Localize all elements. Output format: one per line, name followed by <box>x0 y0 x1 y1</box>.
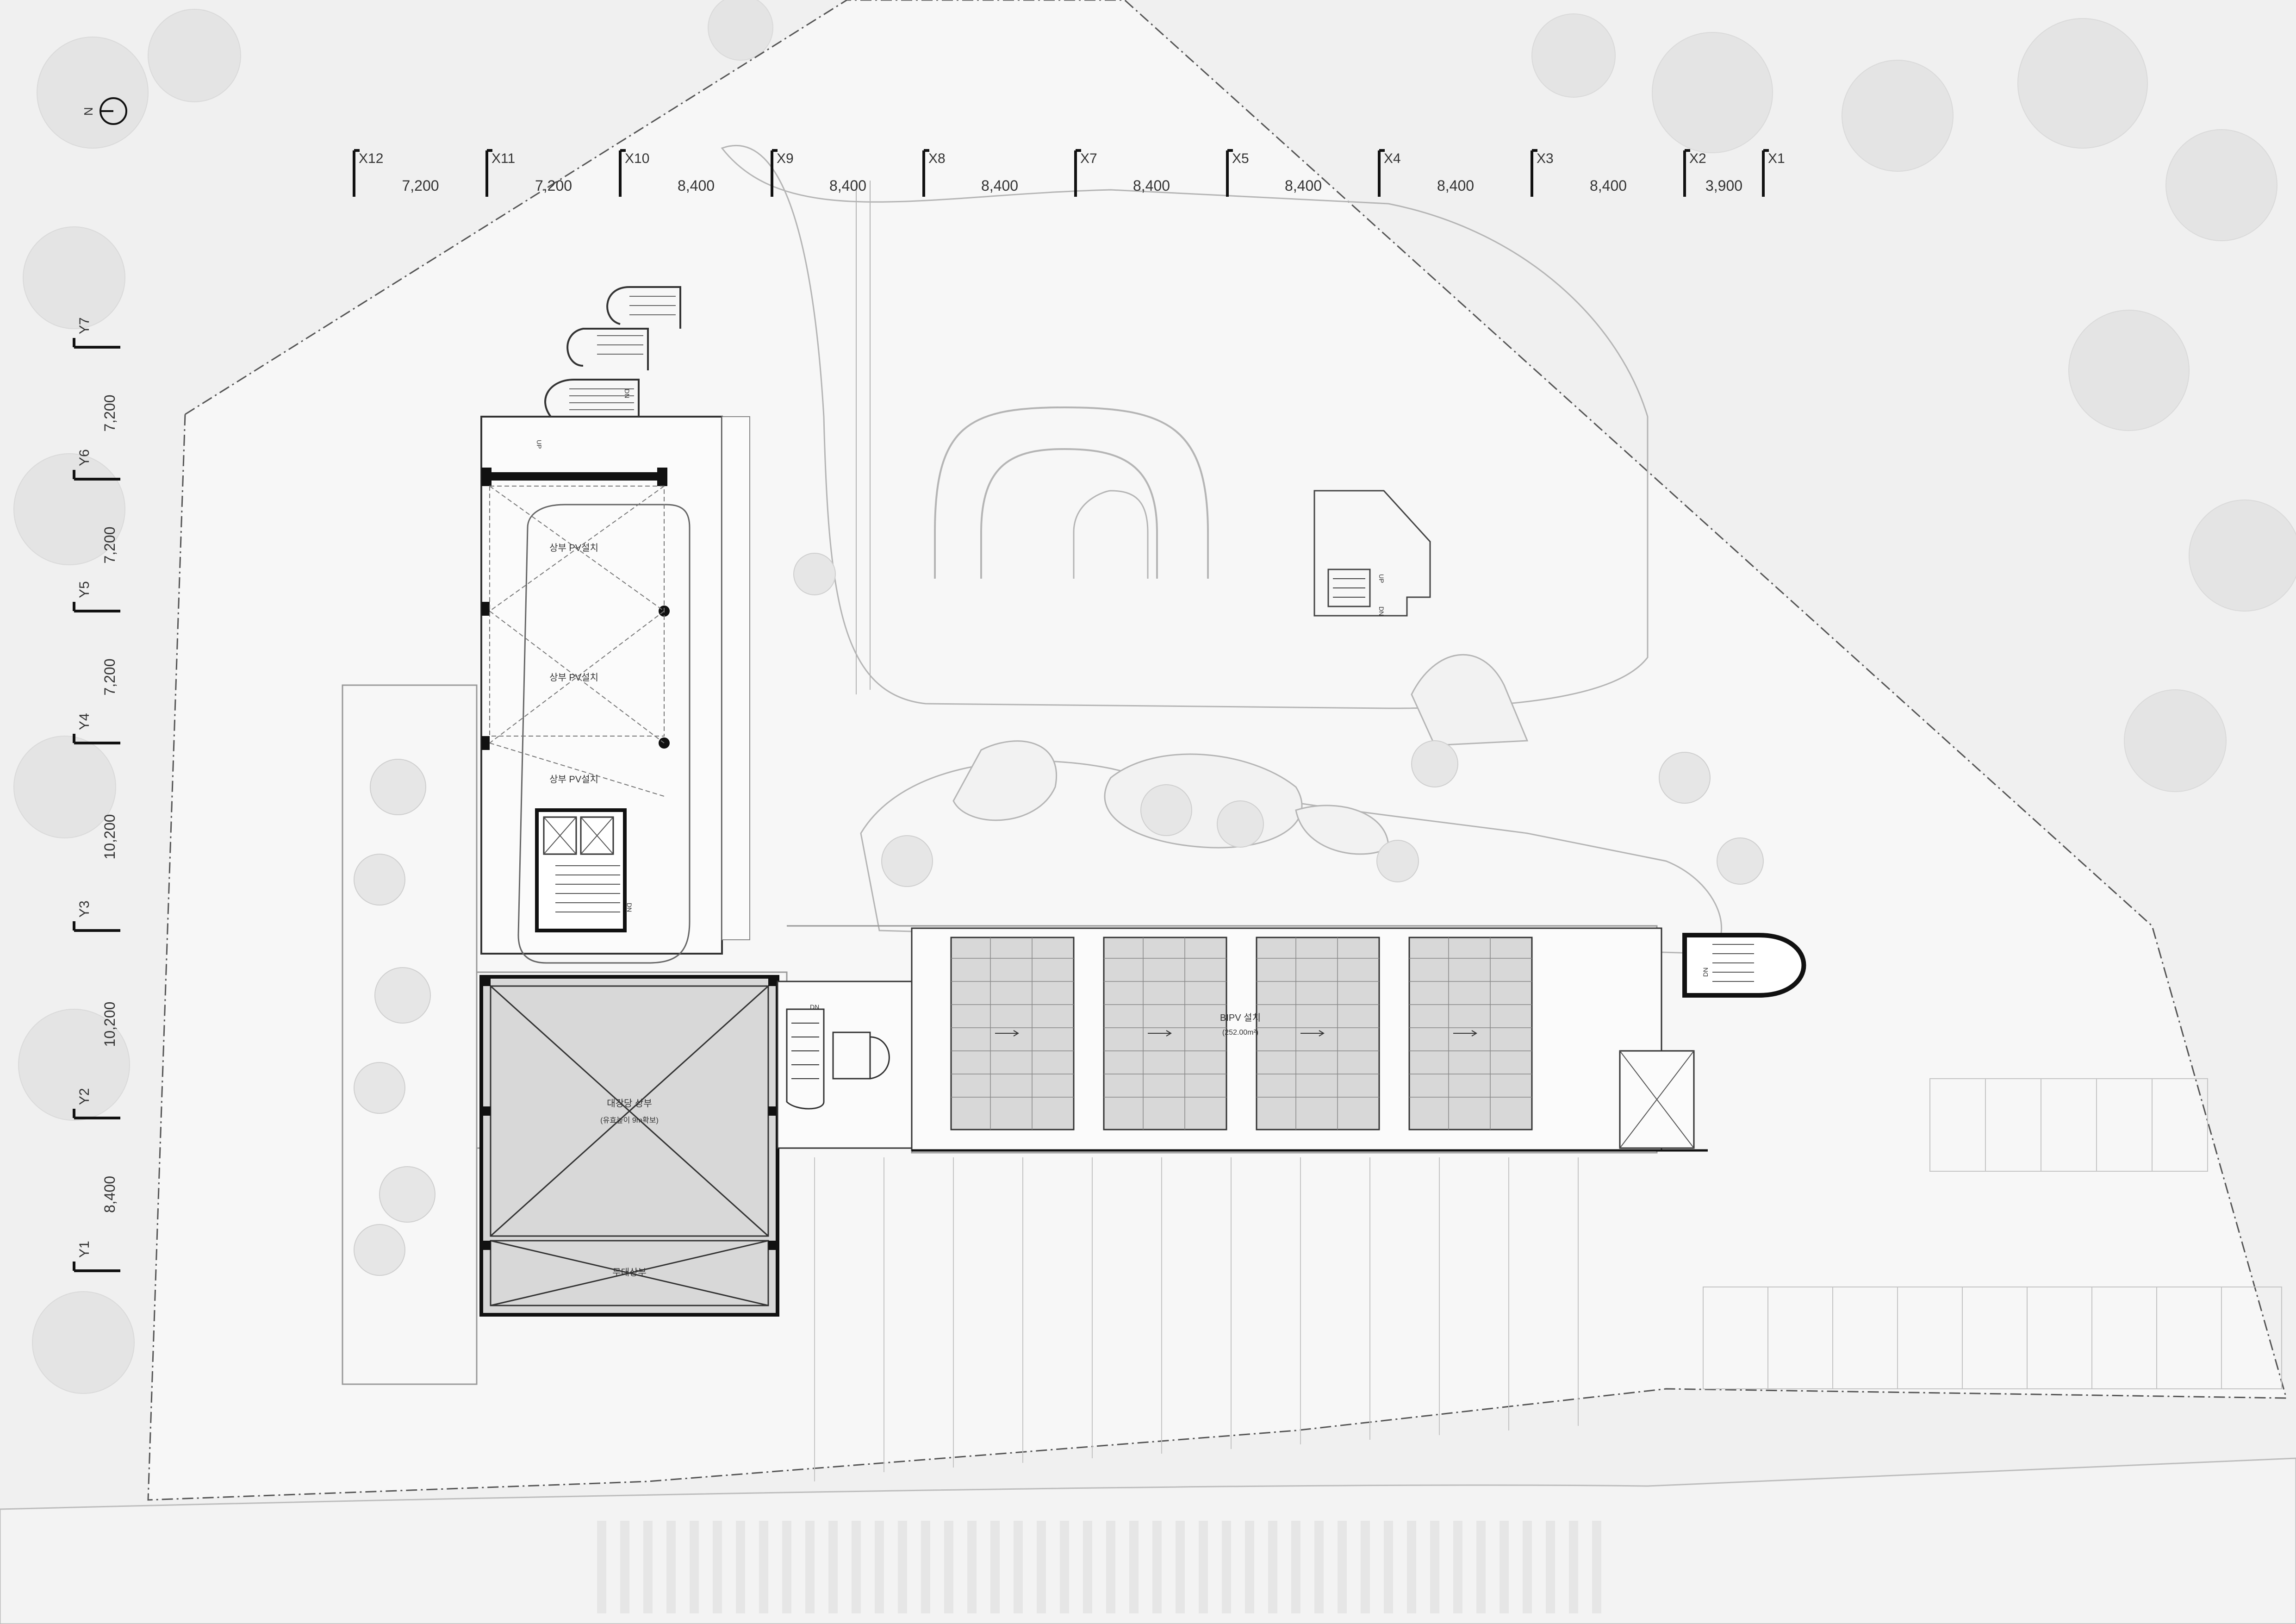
pavilion <box>1313 490 1431 617</box>
y-dimension-label: 7,200 <box>101 394 118 431</box>
east-wing <box>911 927 1806 1152</box>
south-stair <box>777 981 913 1149</box>
x-grid-label: X8 <box>928 151 946 166</box>
bipv-area: (252.00m²) <box>1222 1029 1258 1037</box>
x-grid-label: X10 <box>625 151 649 166</box>
stage-label: 무대상부 <box>612 1267 647 1278</box>
y-dimension-label: 7,200 <box>101 526 118 563</box>
bipv-panels <box>950 937 1533 1131</box>
y-grid-label: Y6 <box>77 449 92 466</box>
bipv-arrows <box>995 1030 1477 1037</box>
auditorium-roof <box>479 975 779 1317</box>
y-grid-label: Y2 <box>77 1088 92 1105</box>
pv-label-2: 상부 PV설치 <box>549 672 598 683</box>
x-grid-label: X12 <box>359 151 383 166</box>
x-grid-axis: X12 X11 X10 X9 X8 X7 X5 X4 X3 X2 X1 7,200 7,200 8,400… <box>353 149 1785 197</box>
stair-label-up-2: UP <box>1378 574 1385 583</box>
stair-label-down-2: DN <box>626 903 633 912</box>
north-wing <box>480 286 750 964</box>
pv-panel-outlines <box>489 486 665 797</box>
y-dimension-label: 10,200 <box>101 814 118 860</box>
y-dimension-label: 10,200 <box>101 1002 118 1047</box>
room-labels: 상부 PV설치 상부 PV설치 상부 PV설치 대강당 상부 (유효높이 9m확… <box>549 543 1261 1278</box>
x-grid-label: X1 <box>1768 151 1785 166</box>
surrounding-trees <box>13 0 2296 1394</box>
landscape-trees <box>354 553 1764 1276</box>
x-dimension-label: 8,400 <box>981 177 1018 194</box>
auditorium-label: 대강당 상부 <box>607 1098 652 1109</box>
north-arrow: N <box>81 97 127 125</box>
x-dimension-label: 8,400 <box>1437 177 1474 194</box>
x-dimension-label: 8,400 <box>1285 177 1322 194</box>
bipv-label: BIPV 설치 <box>1220 1012 1261 1023</box>
x-dimension-label: 7,200 <box>402 177 439 194</box>
x-dimension-label: 8,400 <box>829 177 866 194</box>
stair-label-down-3: DN <box>810 1003 819 1011</box>
pv-label-3: 상부 PV설치 <box>549 774 598 785</box>
y-grid-label: Y1 <box>77 1241 92 1258</box>
crosswalk <box>597 1521 1601 1613</box>
stair-label-down-4: DN <box>1378 606 1385 616</box>
bipv-panel-grid <box>951 937 1532 1130</box>
x-dimension-label: 8,400 <box>1133 177 1170 194</box>
x-grid-label: X7 <box>1080 151 1097 166</box>
y-grid-label: Y5 <box>77 581 92 598</box>
north-arrow-label: N <box>81 107 95 116</box>
parking-stalls <box>814 1078 2282 1481</box>
y-dimension-label: 8,400 <box>101 1176 118 1213</box>
x-grid-label: X2 <box>1689 151 1706 166</box>
x-grid-label: X5 <box>1232 151 1249 166</box>
road <box>0 1457 2296 1624</box>
x-dimension-label: 3,900 <box>1705 177 1742 194</box>
courtyard-landscape <box>721 144 1723 955</box>
stair-label-down-5: DN <box>1702 968 1709 977</box>
stair-label-up-1: UP <box>535 440 543 449</box>
auditorium-note: (유효높이 9m확보) <box>600 1116 659 1124</box>
stair-label-down-1: DN <box>623 389 631 398</box>
stair-labels: UP DN DN DN UP DN DN <box>535 389 1709 1011</box>
x-grid-label: X11 <box>492 151 515 166</box>
x-dimension-label: 8,400 <box>678 177 715 194</box>
x-dimension-label: 8,400 <box>1590 177 1627 194</box>
y-dimension-label: 7,200 <box>101 658 118 695</box>
y-grid-label: Y4 <box>77 713 92 730</box>
y-grid-label: Y3 <box>77 900 92 918</box>
x-grid-label: X4 <box>1384 151 1401 166</box>
y-grid-label: Y7 <box>77 317 92 334</box>
x-grid-label: X3 <box>1537 151 1554 166</box>
x-dimension-label: 7,200 <box>535 177 572 194</box>
x-grid-label: X9 <box>777 151 794 166</box>
pv-label-1: 상부 PV설치 <box>549 543 598 553</box>
